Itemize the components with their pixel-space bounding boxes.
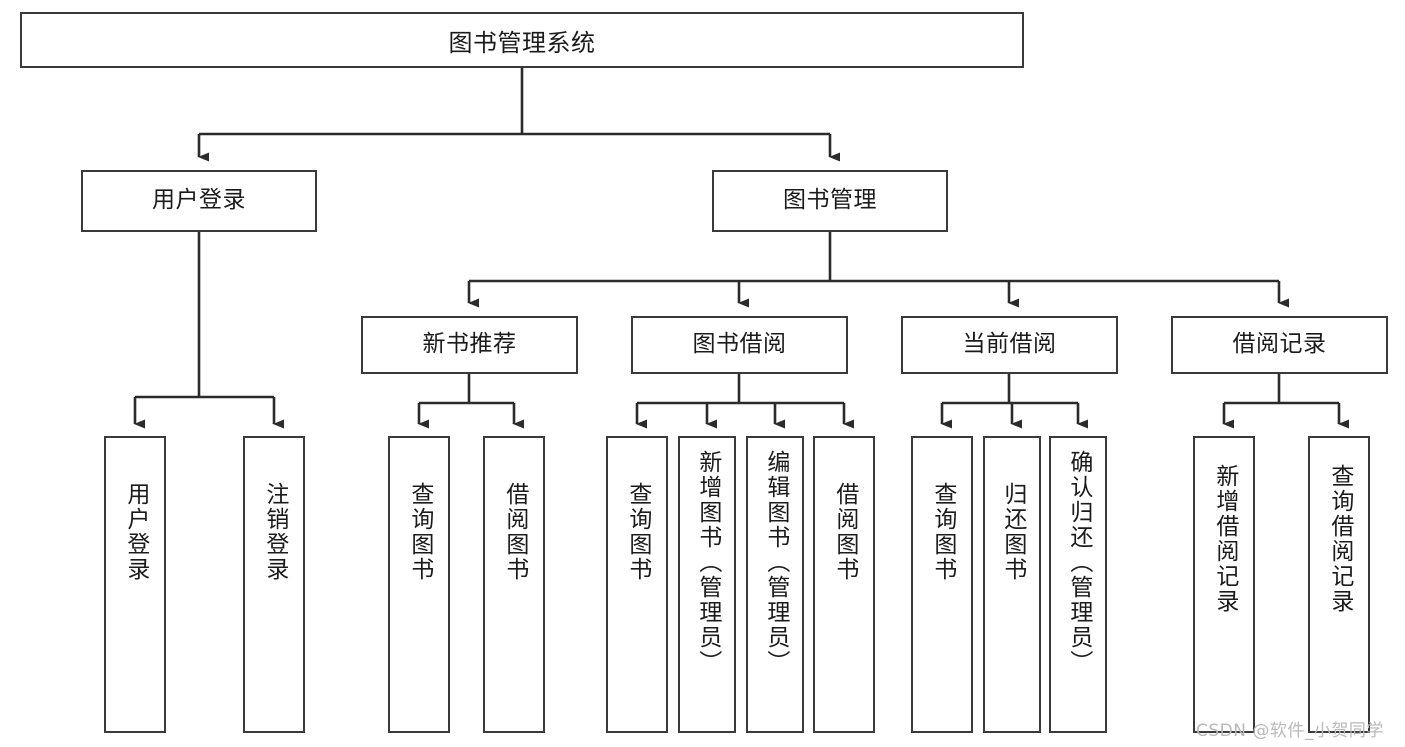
node-leaf-query-book-1[interactable]: 查询图书 xyxy=(388,436,450,733)
node-leaf-add-record[interactable]: 新增借阅记录 xyxy=(1193,436,1255,733)
node-new-book-recommend-label: 新书推荐 xyxy=(422,331,517,358)
node-leaf-borrow-book-2-label: 借阅图书 xyxy=(831,482,858,582)
node-user-login-label: 用户登录 xyxy=(152,187,246,214)
node-leaf-user-login[interactable]: 用户登录 xyxy=(104,436,166,733)
node-current-borrow[interactable]: 当前借阅 xyxy=(901,316,1118,374)
node-leaf-query-book-2[interactable]: 查询图书 xyxy=(606,436,668,733)
node-leaf-user-login-label: 用户登录 xyxy=(122,482,149,582)
node-root-label: 图书管理系统 xyxy=(448,28,596,57)
node-leaf-return-book[interactable]: 归还图书 xyxy=(983,436,1041,733)
node-leaf-logout[interactable]: 注销登录 xyxy=(243,436,305,733)
node-book-manage[interactable]: 图书管理 xyxy=(712,170,948,232)
node-leaf-return-book-label: 归还图书 xyxy=(999,482,1026,582)
node-leaf-borrow-book-1[interactable]: 借阅图书 xyxy=(483,436,545,733)
node-leaf-confirm-return[interactable]: 确认归还（管理员） xyxy=(1049,436,1107,733)
node-leaf-confirm-return-label: 确认归还（管理员） xyxy=(1065,450,1092,675)
node-leaf-query-book-3[interactable]: 查询图书 xyxy=(911,436,973,733)
node-leaf-edit-book-label: 编辑图书（管理员） xyxy=(762,450,789,675)
node-leaf-borrow-book-1-label: 借阅图书 xyxy=(501,482,528,582)
node-root[interactable]: 图书管理系统 xyxy=(20,12,1024,68)
node-borrow-record[interactable]: 借阅记录 xyxy=(1171,316,1388,374)
node-user-login[interactable]: 用户登录 xyxy=(81,170,317,232)
node-leaf-add-book-label: 新增图书（管理员） xyxy=(694,450,721,675)
node-leaf-query-record-label: 查询借阅记录 xyxy=(1326,464,1353,614)
node-new-book-recommend[interactable]: 新书推荐 xyxy=(361,316,578,374)
node-leaf-query-book-1-label: 查询图书 xyxy=(406,482,433,582)
node-leaf-add-record-label: 新增借阅记录 xyxy=(1211,464,1238,614)
node-book-borrow-label: 图书借阅 xyxy=(692,331,787,358)
node-book-borrow[interactable]: 图书借阅 xyxy=(631,316,848,374)
node-leaf-query-book-2-label: 查询图书 xyxy=(624,482,651,582)
watermark: CSDN @软件_小贺同学 xyxy=(1196,721,1384,741)
node-leaf-add-book[interactable]: 新增图书（管理员） xyxy=(678,436,736,733)
node-leaf-edit-book[interactable]: 编辑图书（管理员） xyxy=(746,436,804,733)
node-leaf-logout-label: 注销登录 xyxy=(261,482,288,582)
node-book-manage-label: 图书管理 xyxy=(783,187,877,214)
node-leaf-borrow-book-2[interactable]: 借阅图书 xyxy=(813,436,875,733)
node-leaf-query-record[interactable]: 查询借阅记录 xyxy=(1308,436,1370,733)
node-borrow-record-label: 借阅记录 xyxy=(1232,331,1327,358)
node-current-borrow-label: 当前借阅 xyxy=(962,331,1057,358)
node-leaf-query-book-3-label: 查询图书 xyxy=(929,482,956,582)
